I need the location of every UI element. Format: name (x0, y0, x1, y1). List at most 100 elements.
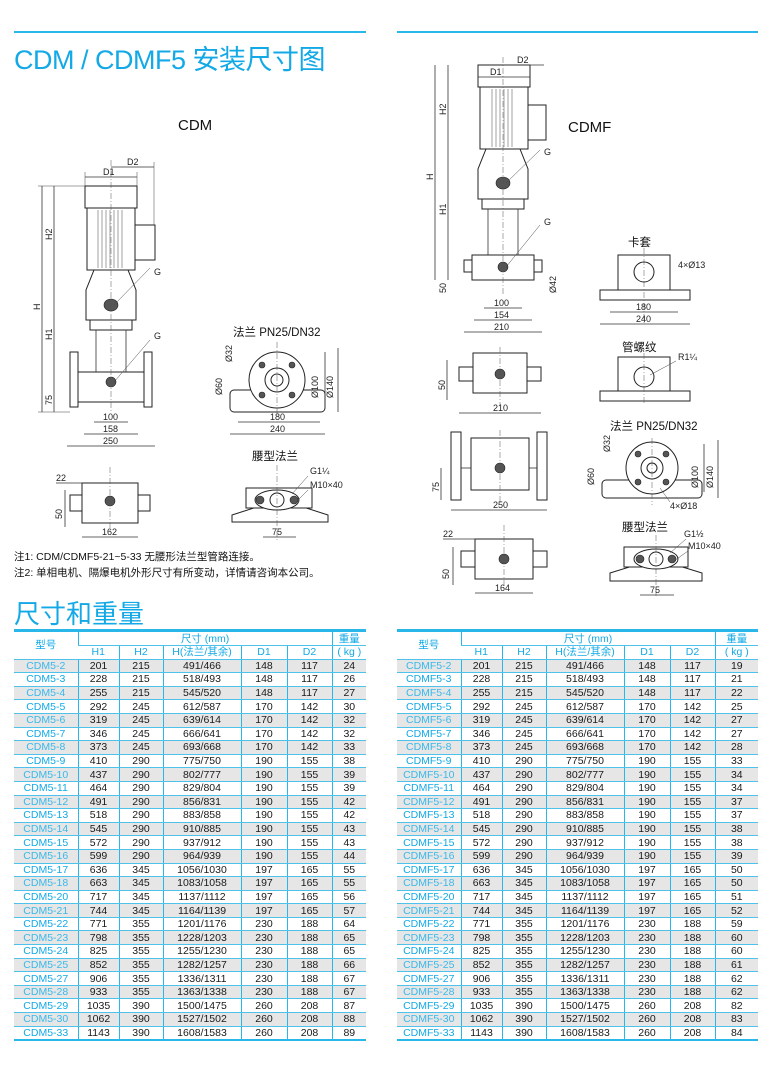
svg-text:50: 50 (437, 380, 447, 390)
cell-h: 1228/1203 (162, 930, 241, 946)
cell-h: 910/885 (545, 822, 624, 837)
cell-d1: 197 (623, 863, 670, 878)
header-rule-right (397, 31, 758, 33)
cell-h1: 1143 (77, 1026, 119, 1041)
svg-text:G: G (544, 217, 551, 227)
svg-text:Ø32: Ø32 (602, 435, 612, 452)
cell-d1: 148 (623, 672, 670, 687)
cell-d2: 155 (669, 849, 716, 864)
cell-h2: 215 (501, 686, 546, 701)
cell-h2: 215 (118, 672, 163, 687)
cell-weight: 50 (714, 876, 759, 891)
cell-weight: 84 (714, 1026, 759, 1041)
cell-d2: 117 (286, 659, 333, 674)
cell-d1: 260 (623, 1026, 670, 1041)
cell-model: CDMF5-18 (397, 876, 461, 891)
cell-h2: 355 (501, 985, 546, 1000)
cell-model: CDM5-8 (14, 740, 78, 755)
cell-d1: 170 (240, 727, 287, 742)
cell-h: 1282/1257 (545, 958, 624, 973)
cdmf-drawing-label: CDMF (568, 119, 612, 136)
svg-text:Ø100: Ø100 (310, 376, 320, 398)
header-rule-left (14, 31, 366, 33)
cell-h2: 355 (118, 971, 163, 986)
cell-h: 1137/1112 (545, 890, 624, 905)
cell-d2: 188 (669, 985, 716, 1000)
cell-model: CDMF5-5 (397, 699, 461, 714)
cell-model: CDM5-21 (14, 903, 78, 918)
svg-text:G1¼: G1¼ (310, 466, 330, 476)
cell-h: 518/493 (545, 672, 624, 687)
cell-h2: 390 (118, 1026, 163, 1041)
cell-h2: 355 (118, 917, 163, 932)
cell-d2: 208 (669, 998, 716, 1014)
cell-h2: 290 (501, 795, 546, 810)
cell-model: CDM5-7 (14, 727, 78, 742)
cell-weight: 56 (331, 890, 367, 905)
cell-h1: 599 (77, 849, 119, 864)
cell-h2: 290 (118, 849, 163, 864)
cell-d2: 155 (669, 795, 716, 810)
cell-model: CDMF5-20 (397, 890, 461, 905)
cell-d1: 260 (240, 998, 287, 1014)
cell-d1: 170 (623, 727, 670, 742)
cell-d1: 230 (240, 958, 287, 973)
cell-h2: 215 (118, 659, 163, 674)
cdmf-flange-view: 法兰 PN25/DN32 Ø32 Ø60 Ø100 Ø140 4×Ø18 (586, 419, 719, 511)
cell-d2: 165 (669, 890, 716, 905)
cell-weight: 62 (714, 971, 759, 986)
cell-h2: 345 (501, 863, 546, 878)
cell-h: 964/939 (545, 849, 624, 864)
cell-h2: 355 (118, 958, 163, 973)
cell-h1: 852 (460, 958, 502, 973)
cell-d2: 188 (286, 985, 333, 1000)
cell-h: 1363/1338 (545, 985, 624, 1000)
cell-d2: 188 (669, 917, 716, 932)
cell-model: CDMF5-6 (397, 713, 461, 728)
cell-h: 693/668 (162, 740, 241, 755)
svg-text:162: 162 (102, 527, 117, 537)
cell-h2: 345 (118, 876, 163, 891)
cell-h: 1363/1338 (162, 985, 241, 1000)
cell-h1: 825 (460, 944, 502, 959)
cell-d2: 165 (286, 863, 333, 878)
cell-weight: 59 (714, 917, 759, 932)
svg-text:4×Ø18: 4×Ø18 (670, 501, 697, 511)
svg-text:154: 154 (494, 310, 509, 320)
header-model: 型号 (397, 630, 461, 660)
cell-d1: 190 (240, 781, 287, 796)
cell-h1: 346 (460, 727, 502, 742)
header-weight-unit: ( kg ) (331, 645, 367, 660)
cell-weight: 44 (331, 849, 367, 864)
cell-d2: 188 (669, 930, 716, 946)
cell-h1: 410 (77, 754, 119, 769)
cell-d1: 190 (623, 781, 670, 796)
cell-h2: 245 (501, 713, 546, 728)
cell-d1: 260 (623, 998, 670, 1014)
cell-d1: 197 (623, 890, 670, 905)
cell-h2: 290 (118, 808, 163, 823)
cell-h1: 292 (460, 699, 502, 714)
cell-h: 1083/1058 (545, 876, 624, 891)
svg-text:H1: H1 (44, 328, 54, 340)
cell-h1: 319 (77, 713, 119, 728)
cell-d1: 190 (623, 754, 670, 769)
cell-model: CDMF5-13 (397, 808, 461, 823)
cell-weight: 33 (714, 754, 759, 769)
cell-model: CDMF5-12 (397, 795, 461, 810)
svg-text:50: 50 (441, 569, 451, 579)
cell-h: 491/466 (162, 659, 241, 674)
cell-model: CDM5-6 (14, 713, 78, 728)
cell-h1: 410 (460, 754, 502, 769)
cell-d1: 197 (623, 903, 670, 918)
